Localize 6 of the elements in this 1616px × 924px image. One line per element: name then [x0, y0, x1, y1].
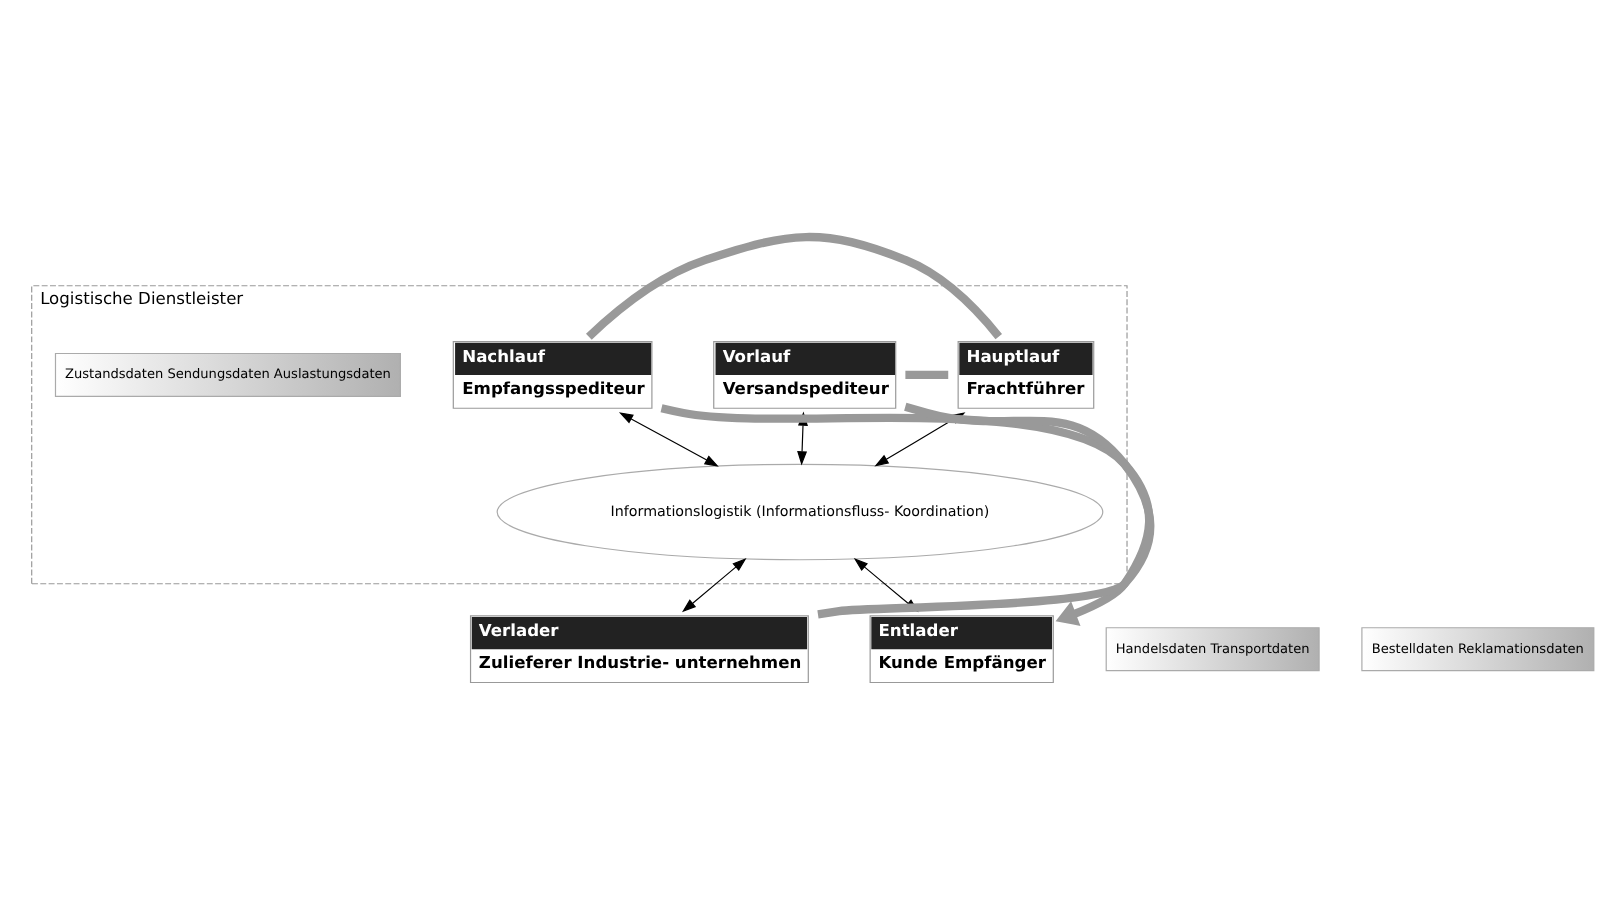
arrow	[681, 558, 747, 613]
connector	[817, 402, 1155, 619]
arrow	[660, 404, 1154, 626]
arrow	[618, 412, 719, 467]
connector	[905, 370, 949, 380]
connector	[586, 232, 1002, 340]
